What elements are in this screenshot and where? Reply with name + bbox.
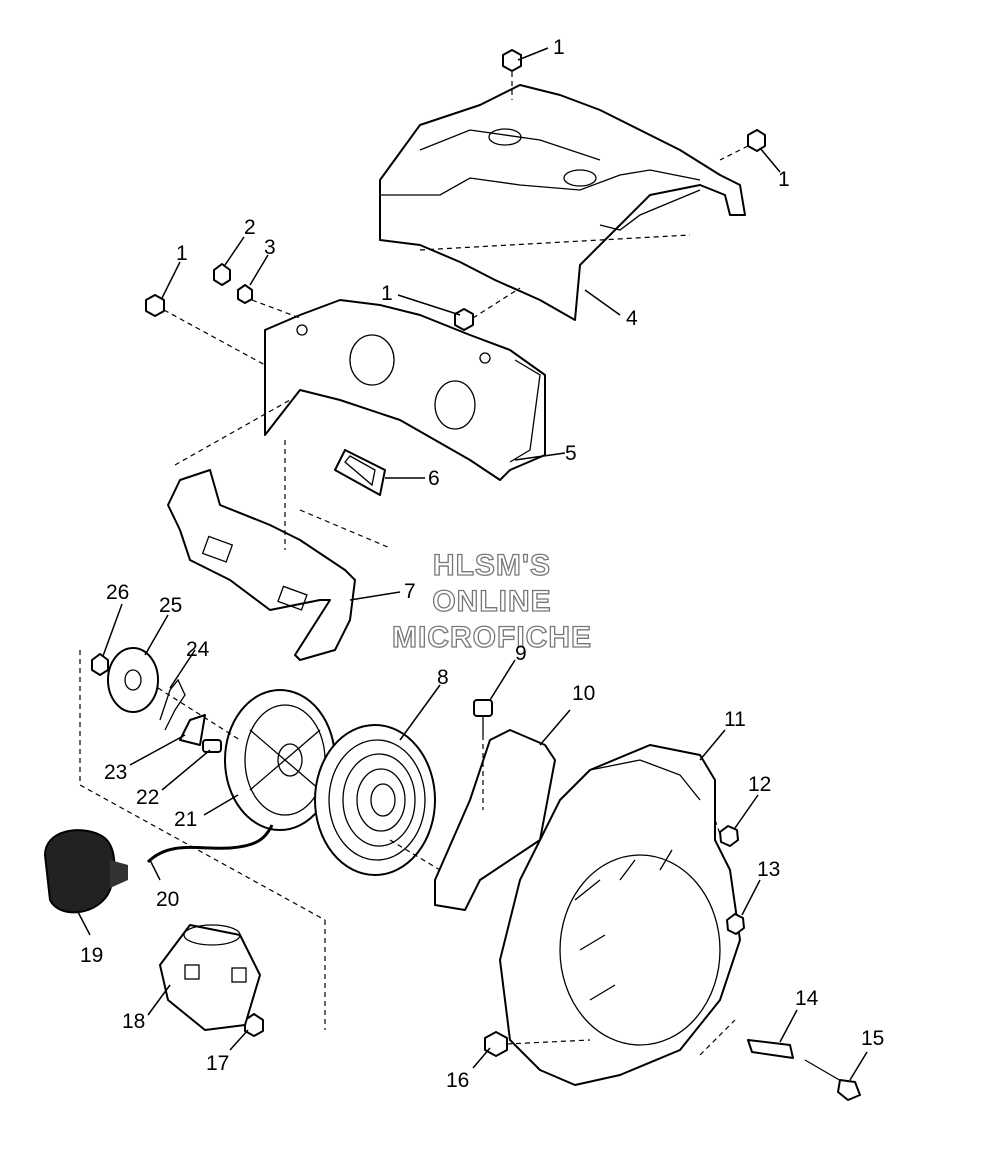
bolt-part-1-mid: [454, 308, 474, 331]
callout-11: 11: [724, 708, 746, 731]
callout-14: 14: [795, 987, 819, 1010]
callout-7: 7: [404, 580, 416, 603]
lower-bracket-part-7: [167, 469, 356, 661]
callout-16: 16: [446, 1069, 469, 1092]
callout-12: 12: [748, 773, 771, 796]
callout-9: 9: [515, 642, 527, 665]
bolt-part-17: [244, 1013, 264, 1037]
pulley-part-25: [107, 647, 159, 713]
pin-part-22: [202, 739, 222, 753]
callout-15: 15: [861, 1027, 884, 1050]
callout-2: 2: [244, 216, 256, 239]
pawl-part-23: [179, 714, 206, 746]
recoil-spring-part-8: [314, 724, 436, 876]
spring-clip-part-24: [159, 678, 186, 731]
watermark-line-2: ONLINE: [432, 585, 551, 618]
housing-part-11: [499, 744, 741, 1086]
callout-20: 20: [156, 888, 179, 911]
callout-1-left: 1: [176, 242, 188, 265]
bolt-part-1-top: [502, 49, 522, 72]
callout-3: 3: [264, 236, 276, 259]
nut-part-12: [719, 825, 739, 847]
support-part-10: [434, 729, 556, 911]
callout-4: 4: [626, 307, 638, 330]
mid-panel-part-5: [264, 299, 546, 481]
callout-5: 5: [565, 442, 577, 465]
bolt-part-15: [804, 1059, 861, 1101]
gasket-part-6: [334, 449, 386, 496]
callout-23: 23: [104, 761, 127, 784]
bracket-part-14: [747, 1039, 794, 1059]
callout-22: 22: [136, 786, 159, 809]
bolt-part-1-right: [747, 129, 766, 152]
callout-13: 13: [757, 858, 780, 881]
callout-1-top: 1: [553, 36, 565, 59]
bolt-part-9: [473, 699, 493, 735]
callout-17: 17: [206, 1052, 229, 1075]
watermark: HLSM'S ONLINE MICROFICHE: [391, 548, 592, 654]
washer-part-3: [237, 284, 253, 304]
callout-10: 10: [572, 682, 595, 705]
callout-24: 24: [186, 638, 210, 661]
callout-25: 25: [159, 594, 182, 617]
callout-labels: 1 1 1 1 2 3 4 5 6 7 8 9 10 11 12 13 14 1…: [80, 36, 884, 1092]
top-shroud-part-4: [379, 84, 746, 321]
callout-19: 19: [80, 944, 103, 967]
nut-part-26: [91, 653, 109, 676]
leader-lines: [77, 47, 868, 1081]
callout-18: 18: [122, 1010, 145, 1033]
callout-1-right: 1: [778, 168, 790, 191]
assembly-lines: [79, 72, 749, 1056]
nut-part-2: [213, 263, 231, 286]
cup-part-18: [159, 924, 261, 1031]
callout-6: 6: [428, 467, 440, 490]
callout-21: 21: [174, 808, 197, 831]
bolt-part-1-left: [145, 294, 165, 317]
callout-1-mid: 1: [381, 282, 393, 305]
nut-part-13: [726, 913, 745, 935]
rope-part-20: [146, 824, 274, 864]
handle-part-19: [43, 829, 128, 914]
bolt-part-16: [484, 1031, 508, 1057]
callout-26: 26: [106, 581, 129, 604]
watermark-line-3: MICROFICHE: [392, 621, 592, 654]
callout-8: 8: [437, 666, 449, 689]
watermark-line-1: HLSM'S: [433, 549, 551, 582]
reel-part-21: [224, 689, 336, 831]
